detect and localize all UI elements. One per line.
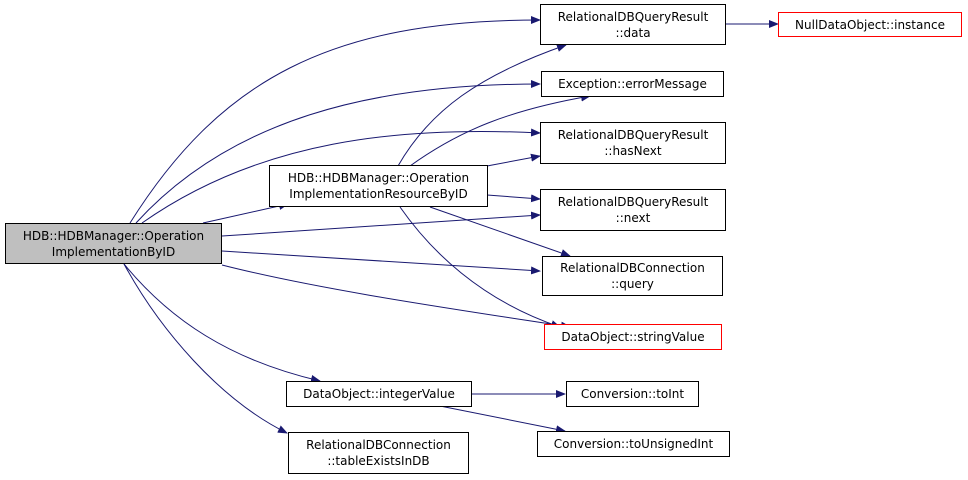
node-relational-db-connection-table-exists-in-db[interactable]: RelationalDBConnection ::tableExistsInDB: [288, 432, 469, 474]
node-label-line1: RelationalDBQueryResult: [557, 195, 709, 209]
node-label-line1: DataObject::integerValue: [303, 387, 455, 401]
node-label-line1: NullDataObject::instance: [795, 17, 945, 32]
node-relational-db-connection-query[interactable]: RelationalDBConnection ::query: [542, 256, 723, 296]
node-label-line2: ::query: [611, 277, 654, 291]
edge-resource-to-result-data: [397, 44, 567, 167]
node-label-line1: RelationalDBQueryResult: [557, 128, 709, 142]
node-label-line1: Conversion::toInt: [580, 387, 685, 401]
node-label-line2: ImplementationByID: [51, 244, 176, 259]
node-label-line2: ImplementationResourceByID: [289, 187, 468, 201]
node-data-object-integer-value[interactable]: DataObject::integerValue: [286, 381, 472, 407]
node-operation-implementation-by-id[interactable]: HDB::HDBManager::Operation Implementatio…: [5, 223, 222, 264]
edge-main-to-string-value: [221, 264, 571, 330]
edge-main-to-result-data: [129, 16, 541, 224]
edge-main-to-resource-by-id: [202, 202, 289, 224]
edge-resource-to-error-message: [409, 93, 591, 167]
edge-main-to-has-next: [141, 128, 541, 224]
node-exception-error-message[interactable]: Exception::errorMessage: [541, 71, 724, 97]
node-label-line1: Exception::errorMessage: [558, 77, 707, 91]
node-conversion-to-unsigned-int[interactable]: Conversion::toUnsignedInt: [537, 431, 730, 457]
node-label-line2: ::data: [615, 25, 651, 40]
node-label-line1: RelationalDBConnection: [560, 261, 705, 275]
edge-main-to-error-message: [135, 80, 541, 224]
node-null-data-object-instance[interactable]: NullDataObject::instance: [778, 12, 962, 37]
node-label-line1: DataObject::stringValue: [561, 330, 705, 344]
edge-main-to-table-exists: [123, 263, 288, 434]
node-label-line2: ::hasNext: [604, 144, 662, 158]
node-relational-db-query-result-has-next[interactable]: RelationalDBQueryResult ::hasNext: [540, 122, 726, 164]
node-relational-db-query-result-next[interactable]: RelationalDBQueryResult ::next: [540, 189, 726, 231]
node-label-line2: ::tableExistsInDB: [327, 454, 430, 468]
edge-resource-to-string-value: [399, 206, 561, 328]
node-label-line1: HDB::HDBManager::Operation: [287, 171, 470, 185]
node-conversion-to-int[interactable]: Conversion::toInt: [566, 381, 699, 407]
node-data-object-string-value[interactable]: DataObject::stringValue: [544, 324, 722, 350]
edge-integer-value-to-to-unsigned-int: [439, 405, 566, 434]
edge-main-to-query: [221, 250, 541, 275]
node-label-line1: Conversion::toUnsignedInt: [553, 437, 714, 451]
node-operation-implementation-resource-by-id[interactable]: HDB::HDBManager::Operation Implementatio…: [269, 165, 488, 207]
edge-main-to-next: [221, 211, 541, 237]
edge-resource-to-has-next: [486, 153, 541, 167]
node-label-line2: ::next: [615, 211, 651, 225]
edge-main-to-integer-value: [123, 263, 321, 383]
node-label-line1: RelationalDBConnection: [306, 438, 451, 452]
edge-resource-to-next: [486, 194, 541, 203]
node-label-line1: HDB::HDBManager::Operation: [22, 228, 205, 243]
node-label-line1: RelationalDBQueryResult: [557, 9, 709, 24]
node-relational-db-query-result-data[interactable]: RelationalDBQueryResult ::data: [540, 4, 726, 45]
edge-resource-to-query: [429, 206, 571, 257]
